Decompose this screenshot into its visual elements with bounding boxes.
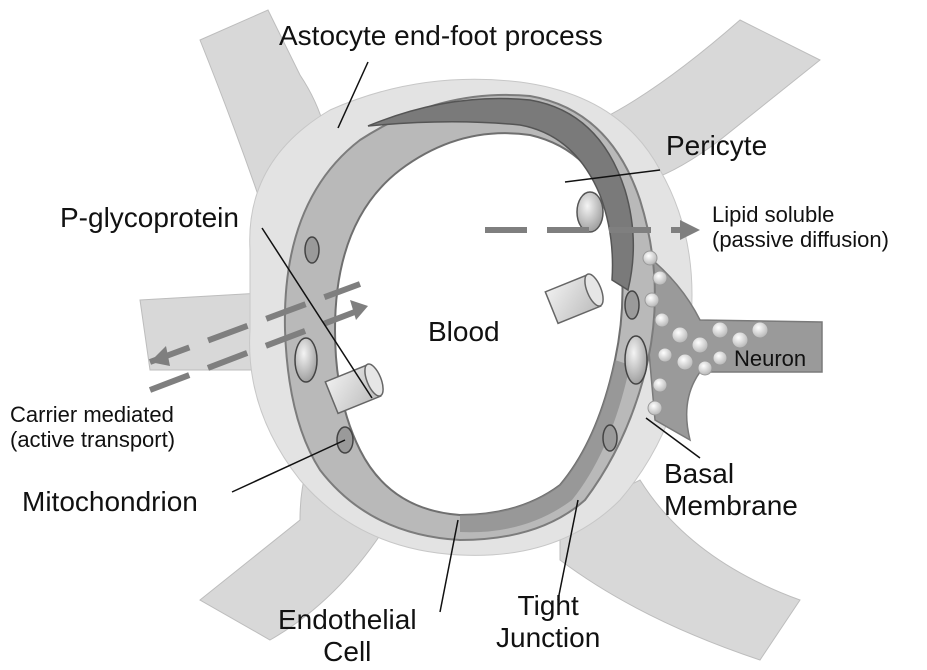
pericyte-nucleus: [577, 192, 603, 232]
label-pericyte: Pericyte: [666, 130, 767, 162]
label-basal-line1: Basal: [664, 458, 798, 490]
label-basal-line2: Membrane: [664, 490, 798, 522]
label-carrier-line1: Carrier mediated: [10, 402, 175, 427]
label-carrier-line2: (active transport): [10, 427, 175, 452]
label-neuron: Neuron: [734, 346, 806, 371]
mitochondrion-lower-right: [603, 425, 617, 451]
label-astrocyte: Astocyte end-foot process: [279, 20, 603, 52]
label-mitochondrion: Mitochondrion: [22, 486, 198, 518]
label-p-glycoprotein: P-glycoprotein: [60, 202, 239, 234]
lipid-arrowhead: [680, 220, 700, 240]
label-basal-membrane: Basal Membrane: [664, 458, 798, 522]
label-lipid-soluble: Lipid soluble (passive diffusion): [712, 202, 889, 253]
nucleus-left: [295, 338, 317, 382]
label-lipid-line1: Lipid soluble: [712, 202, 889, 227]
mitochondrion-right: [625, 291, 639, 319]
mitochondrion-upper-left: [305, 237, 319, 263]
label-endothelial-line1: Endothelial: [278, 604, 417, 636]
label-blood: Blood: [428, 316, 500, 348]
label-tight-line2: Junction: [496, 622, 600, 654]
label-endothelial-cell: Endothelial Cell: [278, 604, 417, 668]
label-endothelial-line2: Cell: [278, 636, 417, 668]
label-carrier-mediated: Carrier mediated (active transport): [10, 402, 175, 453]
label-lipid-line2: (passive diffusion): [712, 227, 889, 252]
label-tight-junction: Tight Junction: [496, 590, 600, 654]
label-tight-line1: Tight: [496, 590, 600, 622]
nucleus-right: [625, 336, 647, 384]
